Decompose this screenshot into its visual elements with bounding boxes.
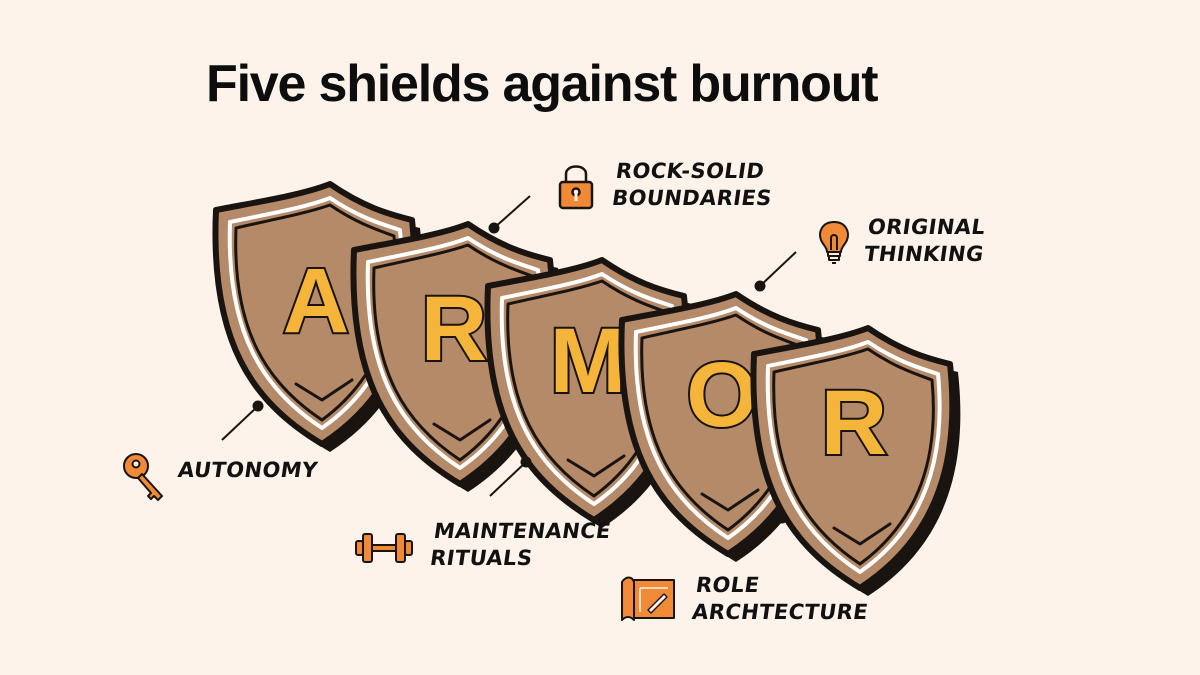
connector-autonomy <box>221 400 264 441</box>
connector-maintenance <box>489 456 532 497</box>
shield-r-first: R <box>353 224 560 492</box>
shield-letter: A <box>283 250 349 352</box>
label-line: AUTONOMY <box>176 458 320 482</box>
page-title: Five shields against burnout <box>206 55 879 113</box>
label-maintenance-rituals: MAINTENANCE RITUALS <box>428 518 612 572</box>
shield-r-second: R <box>753 328 960 596</box>
dumbbell-icon <box>355 533 413 563</box>
label-autonomy: AUTONOMY <box>176 457 319 484</box>
label-line: RITUALS <box>428 546 535 570</box>
padlock-icon <box>558 165 594 210</box>
shield-letter: M <box>550 310 627 412</box>
connector-original <box>754 251 797 292</box>
connector-rock-solid <box>488 195 531 234</box>
shield-a: A <box>215 184 422 452</box>
label-line: ROLE <box>694 573 762 597</box>
shield-letter: R <box>421 278 487 380</box>
shield-letter: R <box>821 372 887 474</box>
label-role-architecture: ROLE ARCHTECTURE <box>690 572 873 626</box>
label-line: MAINTENANCE <box>432 519 613 543</box>
shield-o: O <box>621 294 828 562</box>
label-line: THINKING <box>862 242 986 266</box>
label-line: ORIGINAL <box>866 215 987 239</box>
connector-role <box>745 512 788 553</box>
label-line: BOUNDARIES <box>610 186 774 210</box>
label-line: ARCHTECTURE <box>690 600 870 624</box>
shield-letter: O <box>686 344 758 446</box>
blueprint-icon <box>621 576 675 621</box>
lightbulb-icon <box>819 221 849 264</box>
label-line: ROCK-SOLID <box>614 159 766 183</box>
shield-m: M <box>487 260 694 528</box>
label-rock-solid-boundaries: ROCK-SOLID BOUNDARIES <box>610 158 777 212</box>
label-original-thinking: ORIGINAL THINKING <box>862 214 989 268</box>
key-icon <box>123 453 163 501</box>
